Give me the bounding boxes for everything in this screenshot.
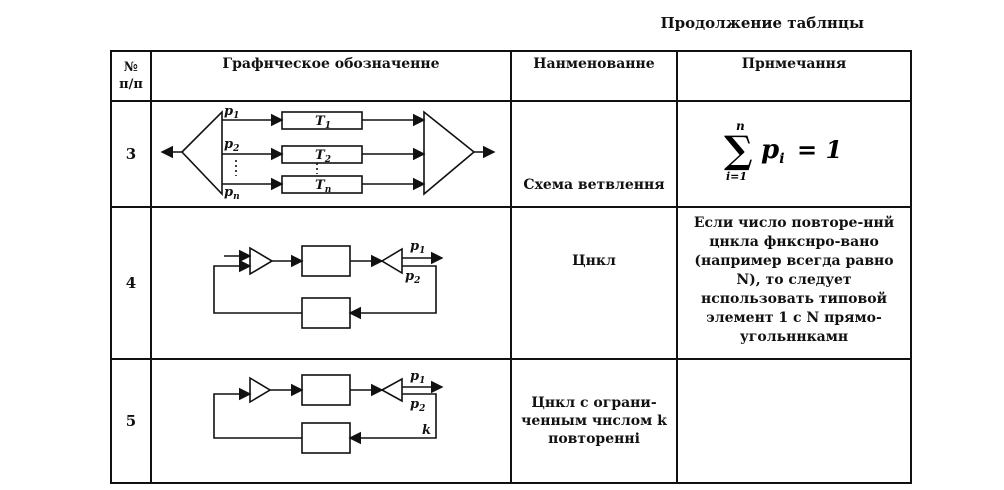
label-t2: T2 xyxy=(315,148,331,165)
label-tn: Tn xyxy=(315,178,331,195)
row-note: Если число повторе-ннй цнкла фнкснро-ван… xyxy=(676,206,912,360)
row-number: 4 xyxy=(110,206,152,360)
loop-diagram-cell: p1 p2 xyxy=(150,206,512,360)
table-row: 4 p1 p2 xyxy=(110,206,912,360)
loop-join-triangle xyxy=(249,246,274,276)
loop-return-block xyxy=(301,422,351,454)
label-p2: p2 xyxy=(405,269,420,286)
formula-cell: n ∑ i=1 pi = 1 xyxy=(676,100,912,208)
header-notes: Прнмечання xyxy=(676,50,912,102)
loop-body-block xyxy=(301,374,351,406)
sum-formula: n ∑ i=1 pi = 1 xyxy=(724,119,842,183)
row-number: 3 xyxy=(110,100,152,208)
row-number: 5 xyxy=(110,358,152,484)
label-p2: p2 xyxy=(410,397,425,414)
table-header-row: № п/п Графнческое обозначенне Нанменован… xyxy=(110,50,912,102)
header-number-pp: п/п xyxy=(119,77,143,92)
table-caption: Продолжение таблнцы xyxy=(660,14,865,32)
loop-branch-triangle xyxy=(380,377,403,403)
sum-upper-limit: n xyxy=(736,119,745,133)
branch-merger xyxy=(423,110,476,196)
row-name: Схема ветвлення xyxy=(510,100,678,208)
label-p1: p1 xyxy=(224,104,239,121)
symbols-table: № п/п Графнческое обозначенне Нанменован… xyxy=(110,50,912,484)
limited-loop-diagram-cell: p1 p2 k xyxy=(150,358,512,484)
loop-branch-triangle xyxy=(380,247,403,275)
branch-diagram: p1 p2 pn T1 T2 Tn xyxy=(160,104,496,202)
sum-lower-limit: i=1 xyxy=(726,170,747,183)
label-t1: T1 xyxy=(315,114,331,131)
row-name: Цнкл xyxy=(510,206,678,360)
header-graphic: Графнческое обозначенне xyxy=(150,50,512,102)
loop-diagram: p1 p2 xyxy=(213,239,444,329)
label-k: k xyxy=(422,423,431,438)
branch-splitter xyxy=(180,110,223,196)
loop-body-block xyxy=(301,245,351,277)
branch-diagram-cell: p1 p2 pn T1 T2 Tn xyxy=(150,100,512,208)
header-number-sign: № xyxy=(123,60,139,75)
table-row: 5 p1 p2 k xyxy=(110,358,912,484)
sum-sigma: ∑ xyxy=(724,127,753,172)
table-row: 3 xyxy=(110,100,912,208)
loop-join-triangle xyxy=(249,376,272,404)
loop-return-block xyxy=(301,297,351,329)
label-pn: pn xyxy=(224,185,240,202)
label-p1: p1 xyxy=(410,369,425,386)
row-note xyxy=(676,358,912,484)
limited-loop-diagram: p1 p2 k xyxy=(213,369,444,454)
row-name: Цнкл с ограни-ченным чнслом k повторенні xyxy=(510,358,678,484)
sum-term: pi xyxy=(761,135,785,167)
header-name: Нанменованне xyxy=(510,50,678,102)
sum-rhs: = 1 xyxy=(797,135,842,164)
label-p2: p2 xyxy=(224,137,239,154)
label-p1: p1 xyxy=(410,239,425,256)
header-number: № п/п xyxy=(110,50,152,102)
